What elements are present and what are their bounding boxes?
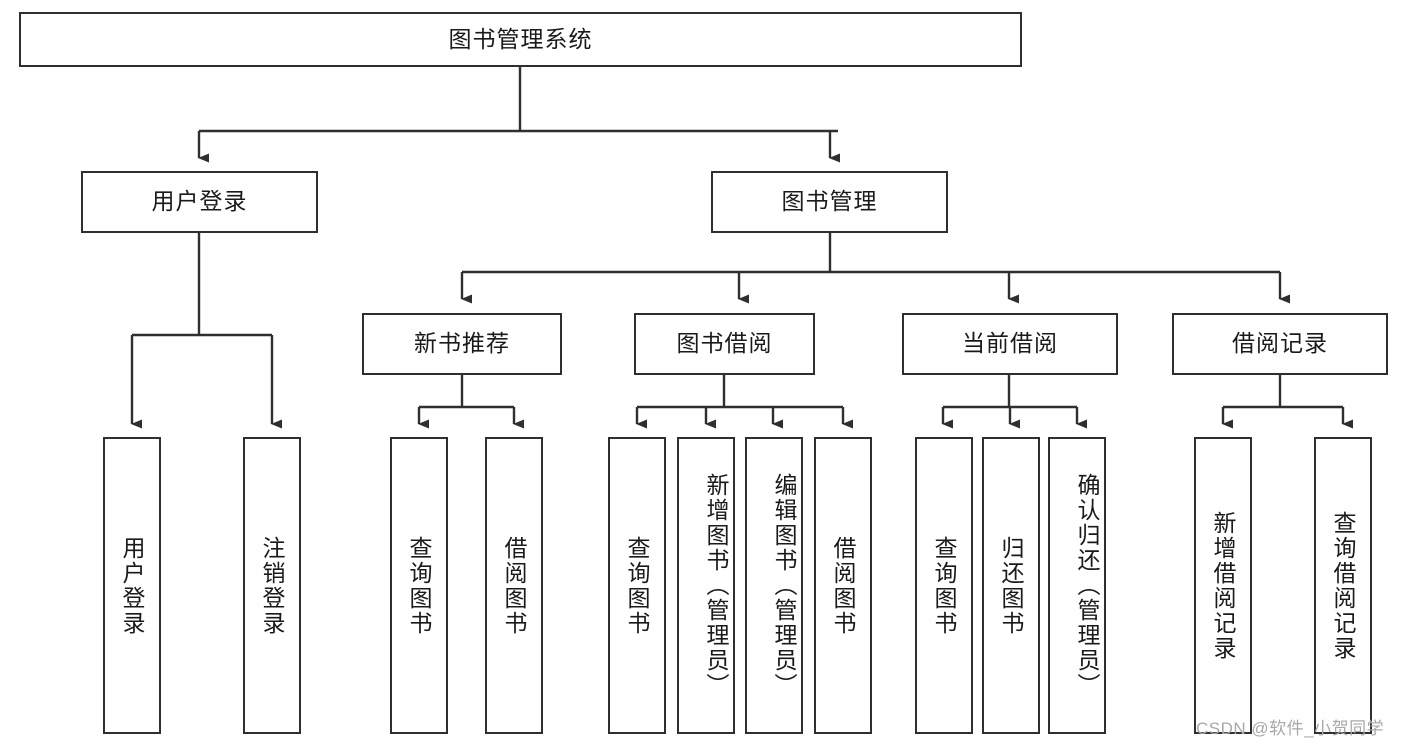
leaf-return-book[interactable]: 归还图书 (982, 437, 1040, 734)
node-label: 借阅图书 (501, 535, 527, 636)
leaf-confirm-return[interactable]: 确认归还（管理员） (1048, 437, 1106, 734)
leaf-query-book-2[interactable]: 查询图书 (608, 437, 666, 734)
leaf-logout-login[interactable]: 注销登录 (243, 437, 301, 734)
node-book-manage[interactable]: 图书管理 (711, 171, 948, 233)
leaf-user-login[interactable]: 用户登录 (103, 437, 161, 734)
node-label: 图书借阅 (676, 330, 773, 357)
leaf-add-book[interactable]: 新增图书（管理员） (677, 437, 735, 734)
node-label: 编辑图书（管理员） (771, 473, 797, 698)
leaf-borrow-book-2[interactable]: 借阅图书 (814, 437, 872, 734)
node-label: 查询图书 (624, 535, 650, 636)
leaf-query-book-3[interactable]: 查询图书 (915, 437, 973, 734)
node-label: 当前借阅 (962, 330, 1058, 357)
node-label: 查询借阅记录 (1330, 510, 1356, 661)
leaf-query-book-1[interactable]: 查询图书 (390, 437, 448, 734)
node-root[interactable]: 图书管理系统 (19, 12, 1022, 67)
node-label: 图书管理 (781, 188, 878, 215)
leaf-edit-book[interactable]: 编辑图书（管理员） (745, 437, 803, 734)
node-label: 用户登录 (119, 535, 145, 636)
node-new-book-recommend[interactable]: 新书推荐 (362, 313, 562, 375)
node-label: 归还图书 (998, 535, 1024, 636)
leaf-borrow-book-1[interactable]: 借阅图书 (485, 437, 543, 734)
node-label: 图书管理系统 (448, 25, 593, 52)
node-book-borrow[interactable]: 图书借阅 (634, 313, 815, 375)
node-label: 查询图书 (406, 535, 432, 636)
leaf-add-record[interactable]: 新增借阅记录 (1194, 437, 1252, 734)
node-label: 新增图书（管理员） (703, 473, 729, 698)
node-label: 新增借阅记录 (1210, 510, 1236, 661)
node-label: 新书推荐 (414, 330, 510, 357)
node-label: 用户登录 (151, 188, 248, 215)
leaf-query-record[interactable]: 查询借阅记录 (1314, 437, 1372, 734)
node-label: 查询图书 (931, 535, 957, 636)
node-label: 确认归还（管理员） (1074, 473, 1100, 698)
node-current-borrow[interactable]: 当前借阅 (902, 313, 1118, 375)
node-label: 注销登录 (259, 535, 285, 636)
node-user-login[interactable]: 用户登录 (81, 171, 318, 233)
node-label: 借阅记录 (1232, 330, 1328, 357)
node-borrow-record[interactable]: 借阅记录 (1172, 313, 1388, 375)
node-label: 借阅图书 (830, 535, 856, 636)
csdn-watermark: CSDN @软件_小贺同学 (1196, 719, 1385, 738)
